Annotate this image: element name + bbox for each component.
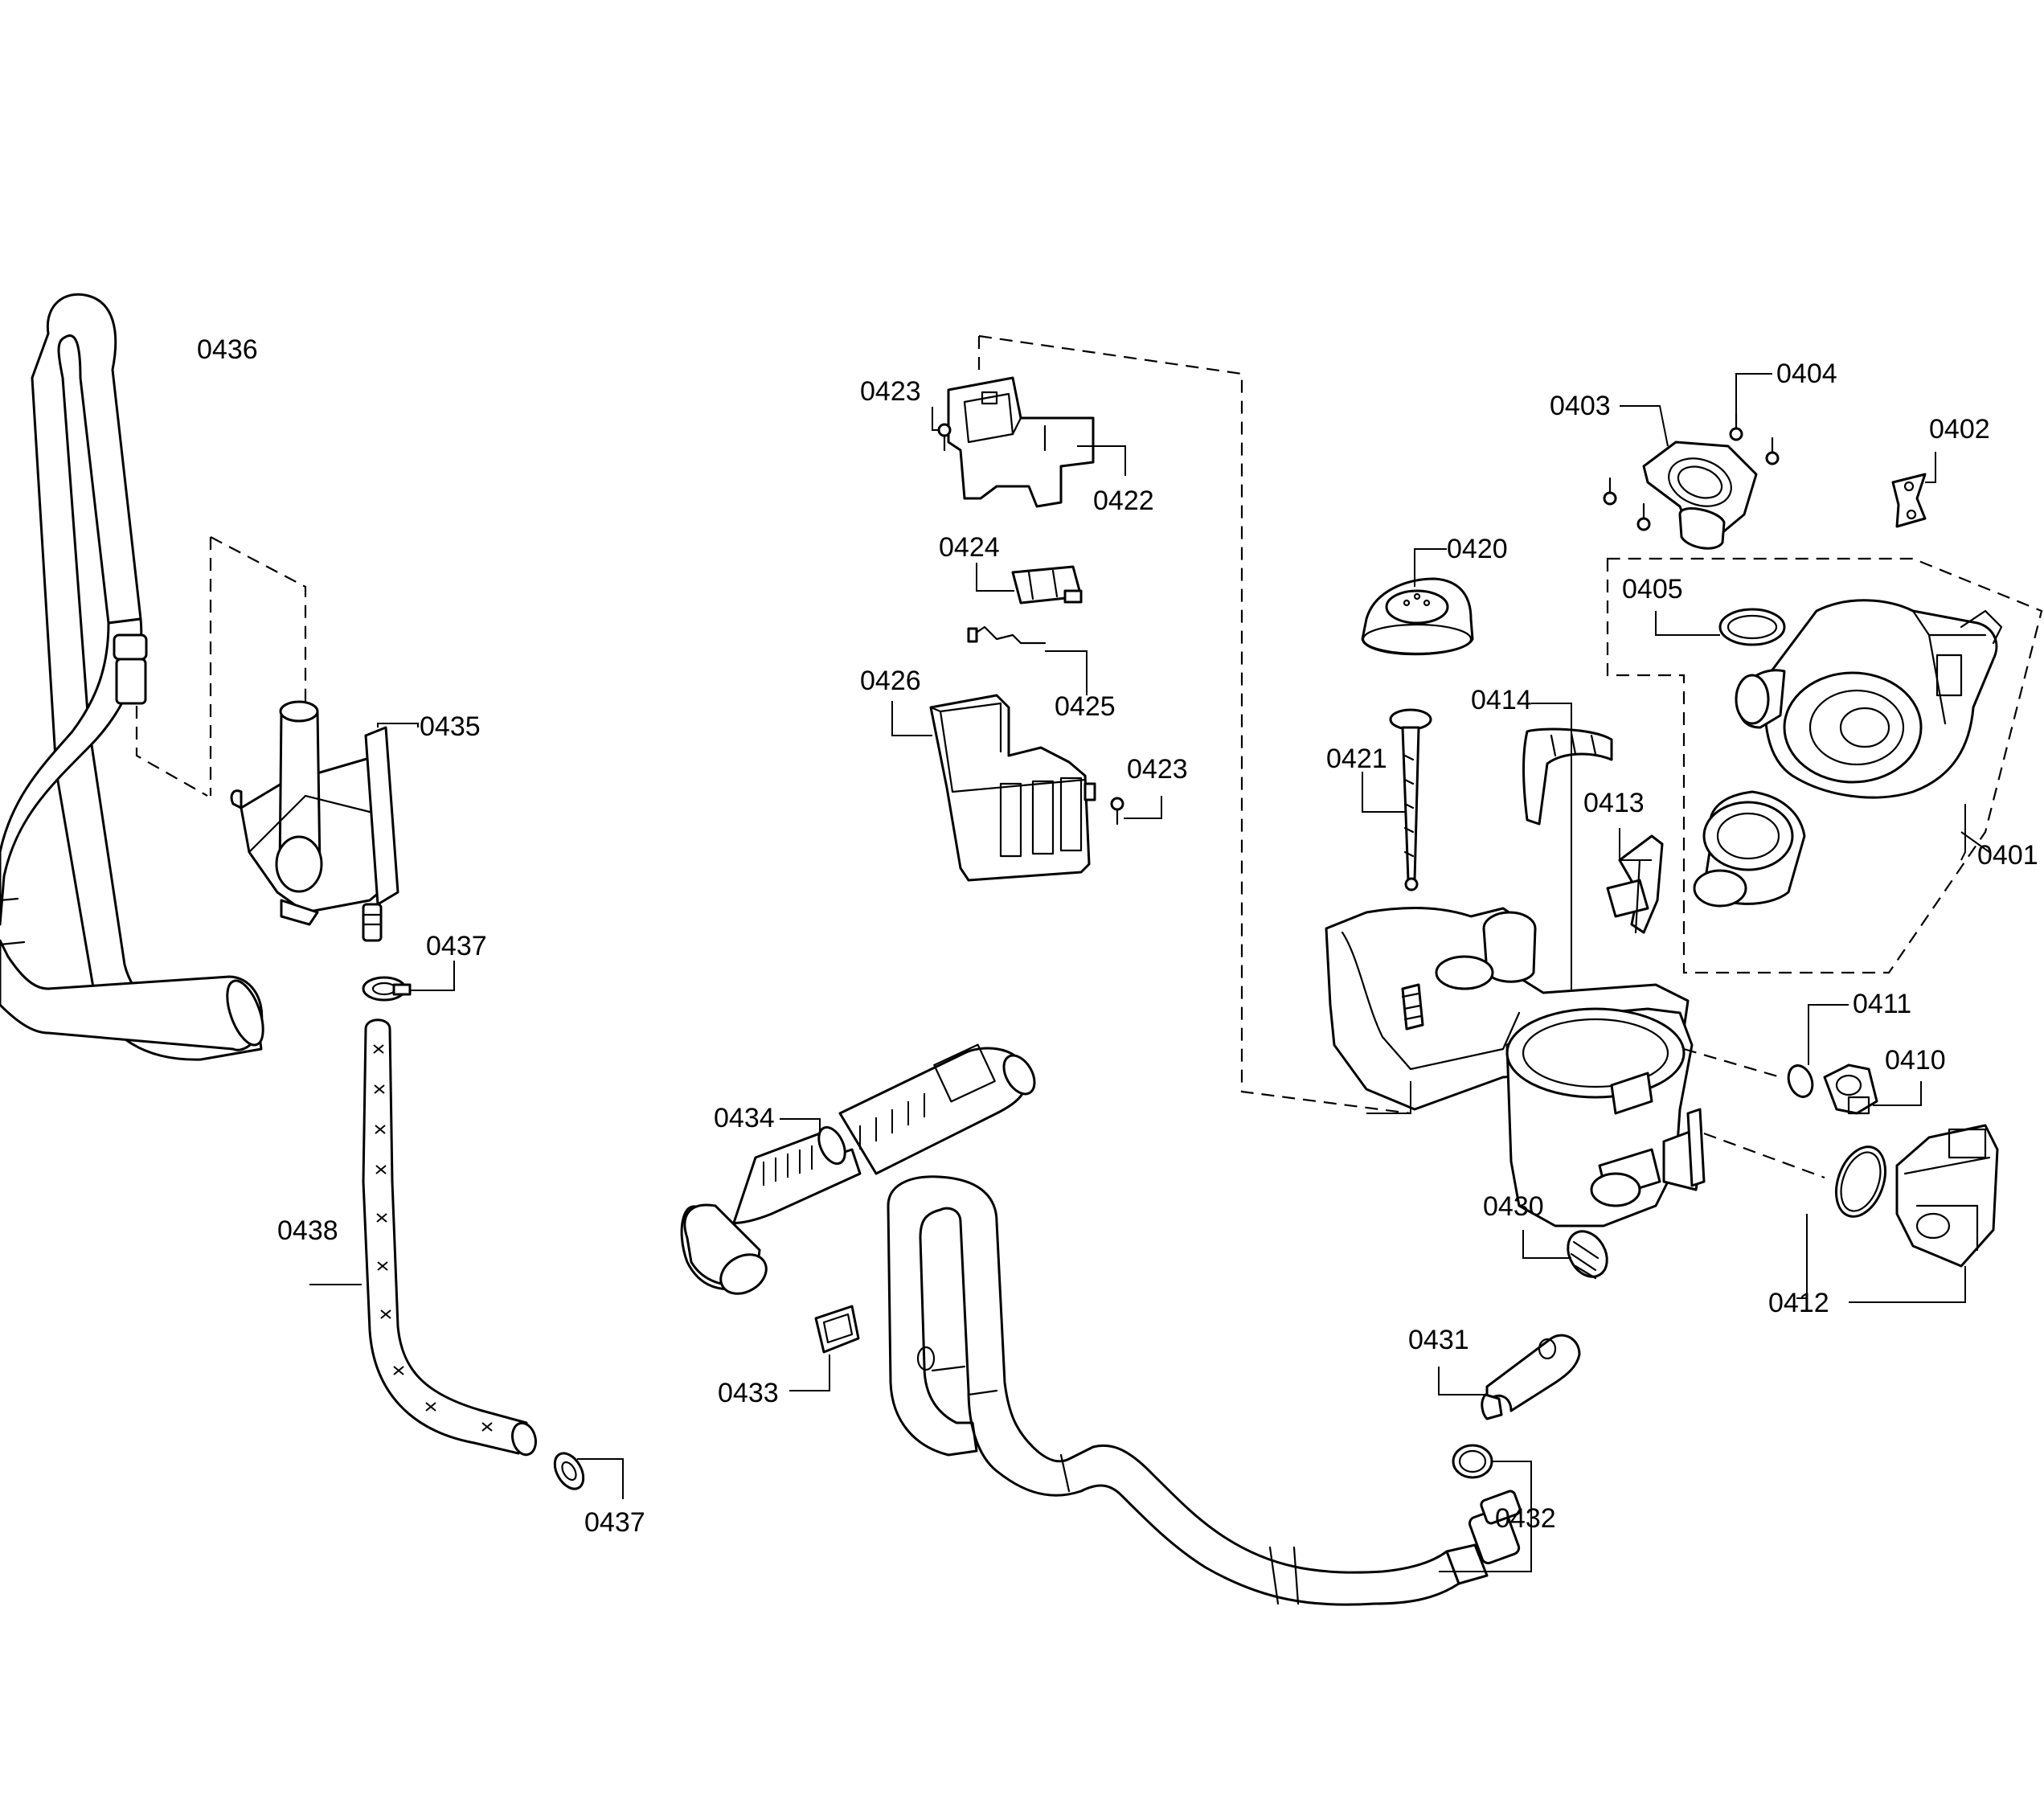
label-0405: 0405: [1622, 574, 1683, 604]
label-0404: 0404: [1776, 359, 1837, 389]
drain-pump-0412: [1895, 1124, 1999, 1268]
hose-clamp-0437-upper: [362, 976, 412, 1002]
seal-0412: [1835, 1145, 1886, 1218]
clip-0414: [1522, 727, 1613, 826]
cap-0420: [1361, 577, 1474, 656]
housing-0422: [947, 376, 1095, 508]
sensor-0410: [1823, 1063, 1878, 1115]
label-0402: 0402: [1929, 414, 1990, 445]
callout-labels: 0436 0435 0437 0437 0438 0423 0422 0424 …: [197, 334, 2038, 1538]
clip-0433: [814, 1305, 860, 1354]
label-0436: 0436: [197, 334, 258, 365]
label-0425: 0425: [1055, 691, 1116, 722]
screw-0423-lower: [1110, 797, 1124, 826]
drain-hose-0436: [0, 293, 264, 1061]
label-0433: 0433: [718, 1378, 779, 1408]
rod-0421: [1389, 708, 1432, 891]
label-0414: 0414: [1471, 685, 1532, 715]
label-0412: 0412: [1768, 1288, 1829, 1318]
filter-0430: [1567, 1230, 1608, 1280]
o-ring-0411: [1787, 1064, 1814, 1098]
screws-0404: [1603, 412, 1780, 531]
hose-0434: [680, 1043, 1036, 1295]
label-0438: 0438: [277, 1215, 338, 1246]
label-0421: 0421: [1326, 744, 1387, 774]
label-0420: 0420: [1447, 534, 1508, 564]
label-0424: 0424: [939, 532, 1000, 563]
adapter-0431: [1481, 1334, 1581, 1420]
label-0430: 0430: [1483, 1191, 1544, 1222]
label-0434: 0434: [714, 1103, 775, 1133]
sump-0401: [1505, 1007, 1706, 1227]
label-0423-upper: 0423: [860, 376, 921, 407]
label-0403: 0403: [1550, 391, 1611, 421]
pump-outlet-0401: [1693, 790, 1806, 908]
label-0411: 0411: [1853, 989, 1911, 1019]
label-0431: 0431: [1408, 1325, 1469, 1355]
latch-0413: [1606, 834, 1664, 934]
label-0426: 0426: [860, 666, 921, 696]
label-0410: 0410: [1885, 1045, 1946, 1076]
basket-0426: [929, 694, 1096, 882]
cover-0403: [1642, 441, 1758, 550]
label-0423-lower: 0423: [1127, 754, 1188, 785]
hose-0438: [362, 1018, 537, 1457]
label-0437-upper: 0437: [426, 931, 487, 961]
label-0401: 0401: [1977, 840, 2038, 871]
label-0422: 0422: [1093, 486, 1154, 516]
label-0437-lower: 0437: [584, 1507, 645, 1538]
heater-pump-0401: [1735, 599, 2003, 799]
label-0432: 0432: [1495, 1503, 1556, 1534]
switch-0424: [1011, 565, 1083, 604]
label-0413: 0413: [1583, 788, 1645, 818]
check-valve-0435: [230, 700, 399, 942]
drain-hose-lower: [887, 1175, 1522, 1606]
seal-0432: [1452, 1444, 1493, 1479]
hose-clamp-0437-lower: [553, 1452, 585, 1490]
label-0435: 0435: [420, 711, 481, 742]
clip-0425: [967, 625, 1047, 645]
bracket-0402: [1891, 473, 1927, 528]
clamp-0405: [1718, 608, 1786, 646]
